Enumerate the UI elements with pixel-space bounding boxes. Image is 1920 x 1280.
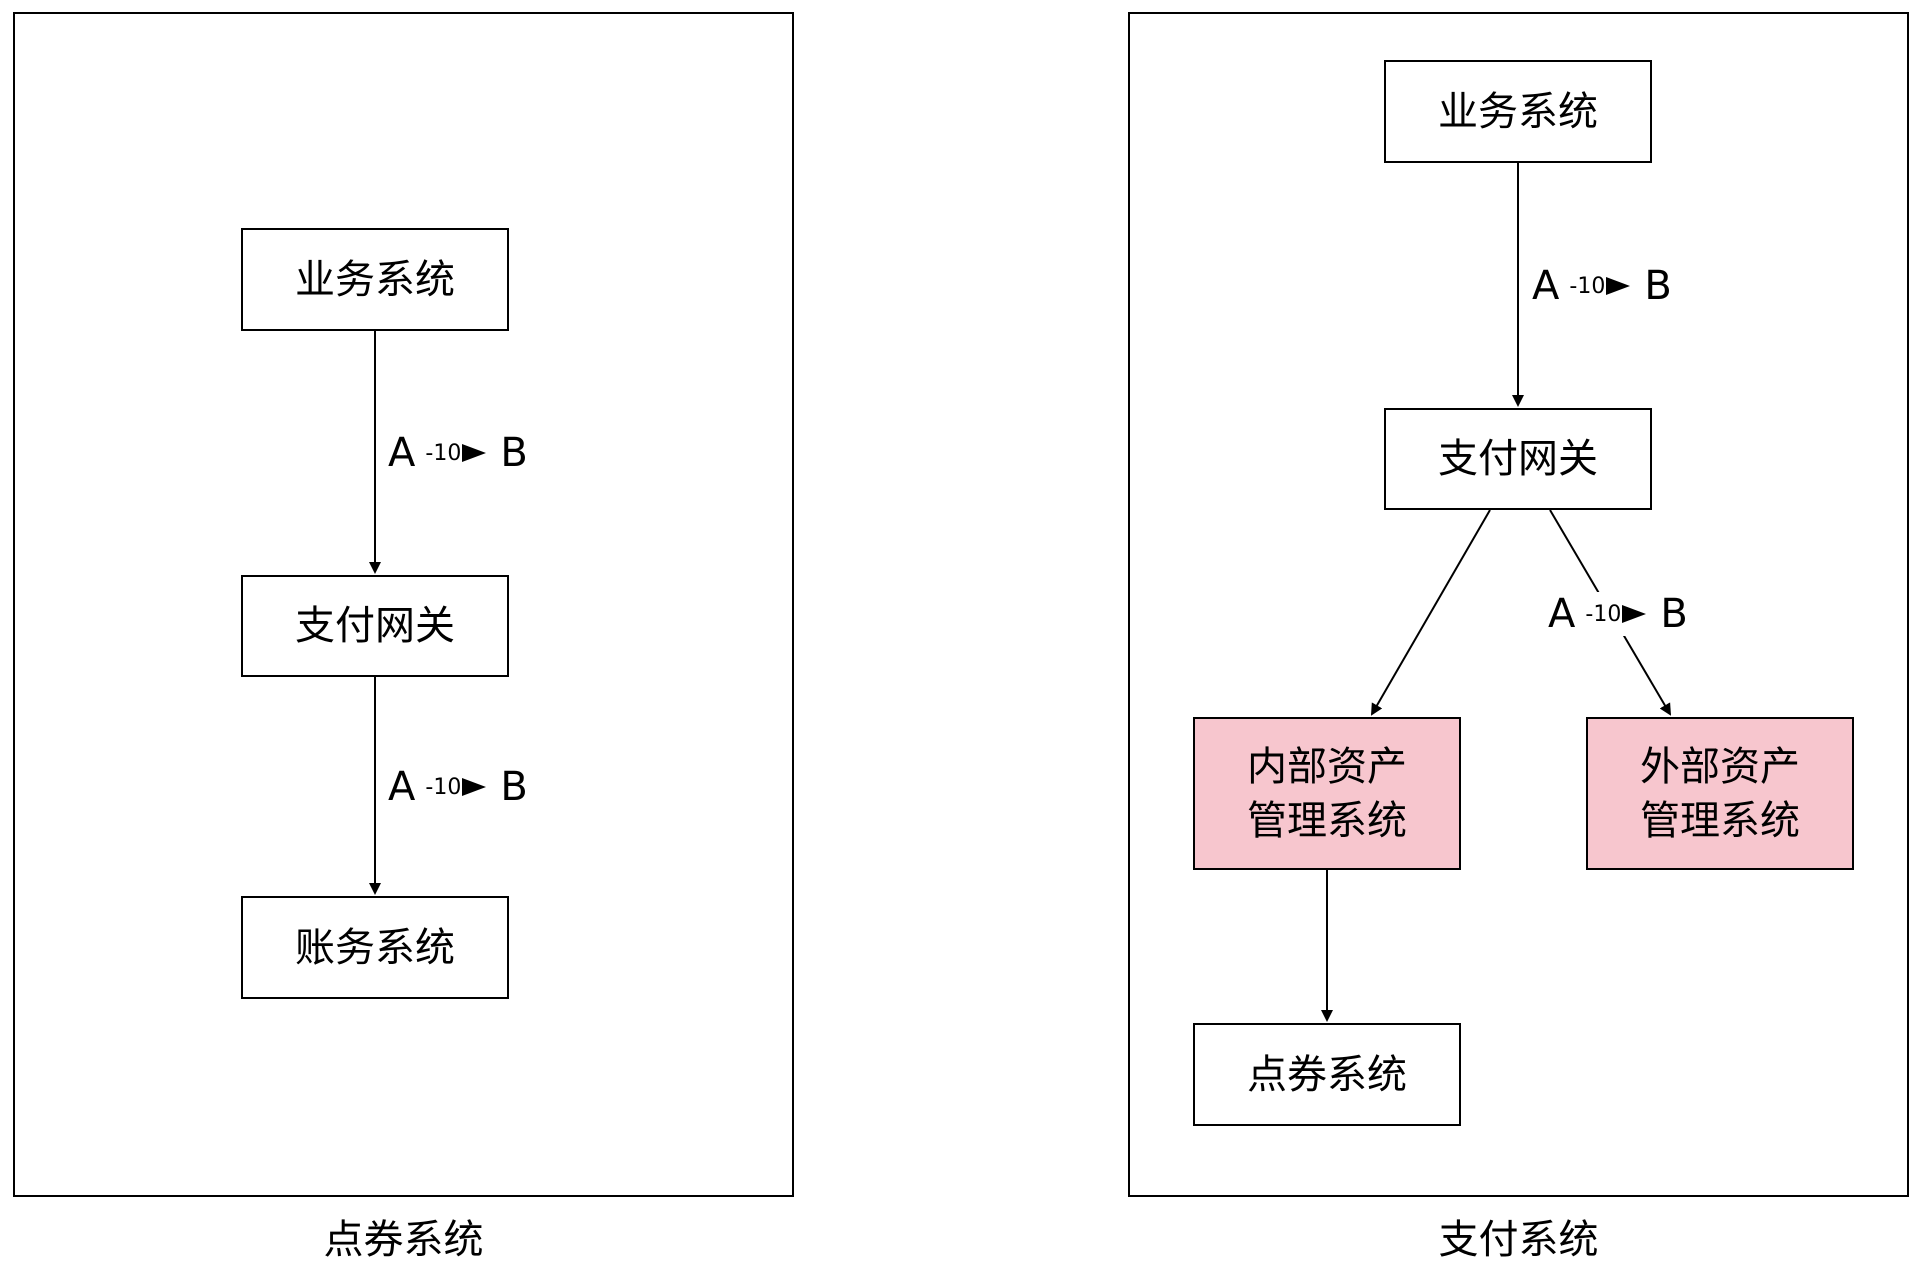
edge-label-amount: 10 (425, 775, 461, 800)
node-business-label: 业务系统 (295, 256, 455, 303)
edge-label-amount: 10 (1585, 602, 1621, 627)
edge-label-amount: 10 (1569, 274, 1605, 299)
node-external-asset-label: 外部资产管理系统 (1640, 743, 1800, 844)
transfer-arrow-icon: 10 (1569, 274, 1631, 299)
edge-label-to: B (1660, 591, 1688, 637)
edge-label-left-2: A 10 B (388, 765, 528, 809)
edge-label-amount: 10 (425, 441, 461, 466)
node-internal-asset-label: 内部资产管理系统 (1247, 743, 1407, 844)
right-panel-frame (1128, 12, 1909, 1197)
edge-label-left-1: A 10 B (388, 431, 528, 475)
edge-label-to: B (1644, 263, 1672, 309)
edge-label-right-2: A 10 B (1546, 592, 1690, 636)
right-panel-caption: 支付系统 (1438, 1217, 1599, 1263)
transfer-arrow-icon: 10 (425, 775, 487, 800)
node-business-right: 业务系统 (1384, 60, 1652, 163)
edge-label-to: B (500, 764, 528, 810)
edge-gateway-to-internal-asset (1370, 509, 1491, 716)
node-business-label: 业务系统 (1438, 88, 1598, 135)
transfer-arrow-icon: 10 (1585, 602, 1647, 627)
node-gateway-right: 支付网关 (1384, 408, 1652, 510)
edge-label-from: A (1532, 263, 1560, 309)
node-gateway-label: 支付网关 (295, 603, 455, 649)
node-internal-asset: 内部资产管理系统 (1193, 717, 1461, 870)
node-accounting-left: 账务系统 (241, 896, 509, 999)
node-business-left: 业务系统 (241, 228, 509, 331)
edge-label-from: A (1548, 591, 1576, 637)
node-points: 点券系统 (1193, 1023, 1461, 1126)
node-gateway-left: 支付网关 (241, 575, 509, 677)
node-accounting-label: 账务系统 (295, 924, 455, 971)
left-panel-caption: 点券系统 (323, 1217, 484, 1263)
node-points-label: 点券系统 (1247, 1051, 1407, 1098)
node-gateway-label: 支付网关 (1438, 436, 1598, 482)
edge-label-right-1: A 10 B (1532, 264, 1672, 308)
edge-label-from: A (388, 430, 416, 476)
left-panel-frame (13, 12, 794, 1197)
edge-label-to: B (500, 430, 528, 476)
node-external-asset: 外部资产管理系统 (1586, 717, 1854, 870)
transfer-arrow-icon: 10 (425, 441, 487, 466)
edge-label-from: A (388, 764, 416, 810)
